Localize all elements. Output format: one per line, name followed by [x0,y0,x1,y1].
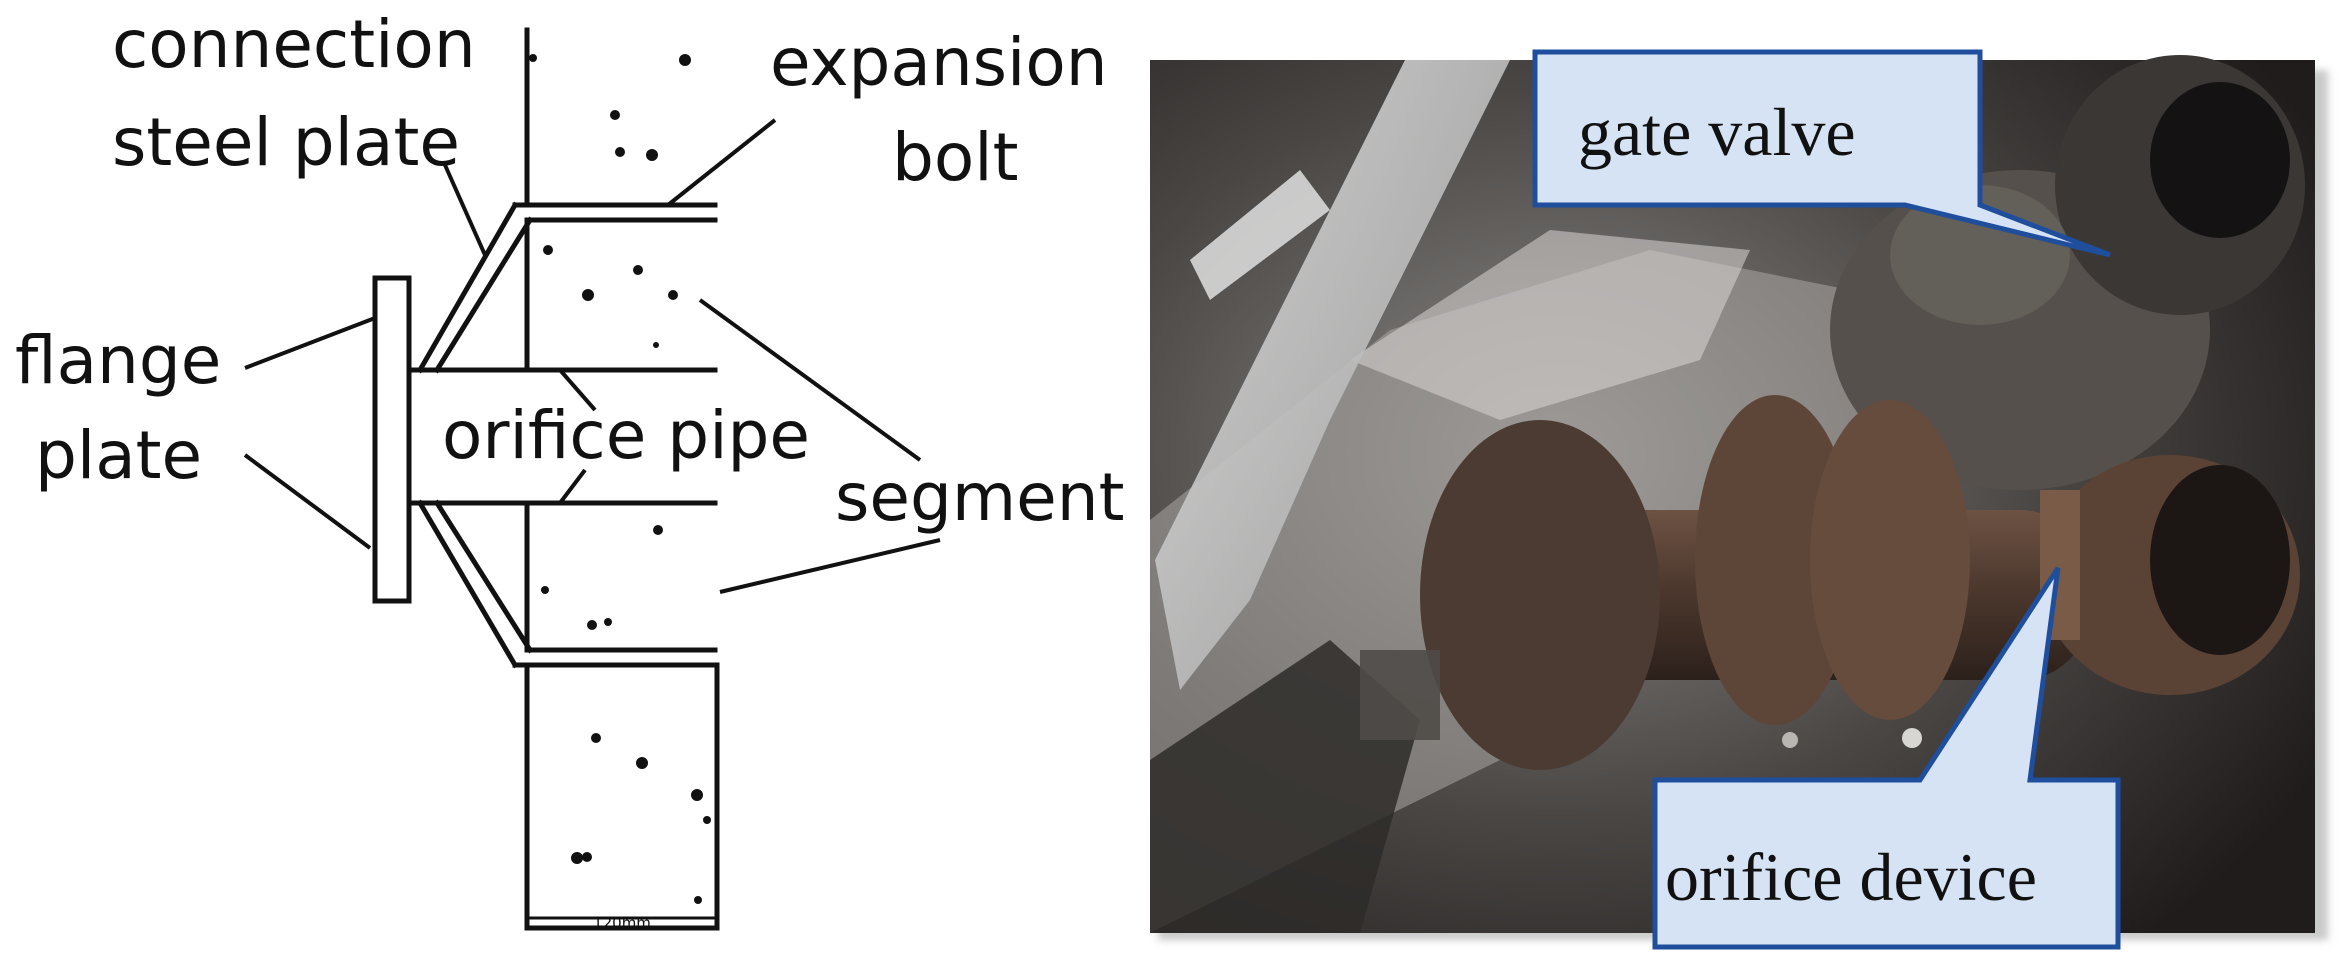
leader-segment-upper [698,298,922,462]
leader-flange-upper [244,316,376,370]
label-expansion-line1: expansion [770,24,1108,101]
callout-gate-valve-text: gate valve [1578,94,1856,170]
connection-plate-upper-a [416,201,519,374]
flange-plate [372,275,412,604]
label-connection-line1: connection [112,6,476,83]
leader-segment-lower [719,538,941,594]
aggregate-dots [529,54,711,904]
leader-orifice-upper [558,368,597,412]
connection-plate-lower-a [416,499,519,669]
leader-lines [243,118,941,594]
label-segment: segment [835,459,1125,536]
callout-orifice-device-text: orifice device [1665,839,2037,915]
callout-gate-valve: gate valve [1532,49,2111,258]
photo-slab [1155,60,1510,690]
bottom-block [524,662,720,931]
leader-connection [443,164,487,256]
label-orifice-pipe: orifice pipe [442,397,810,474]
connection-plate-upper-b [433,216,534,374]
callout-orifice-device: orifice device [1652,566,2121,950]
label-dimension: 120mm [593,914,651,932]
leader-orifice-lower [558,468,587,505]
label-connection-line2: steel plate [112,104,460,181]
leader-flange-lower [243,453,372,550]
connection-plate-lower-b [433,499,534,654]
leader-expansion [666,118,777,207]
schematic-drawing [372,27,720,931]
label-flange-line1: flange [15,322,221,399]
label-flange-line2: plate [35,417,202,494]
label-expansion-line2: bolt [892,119,1019,196]
